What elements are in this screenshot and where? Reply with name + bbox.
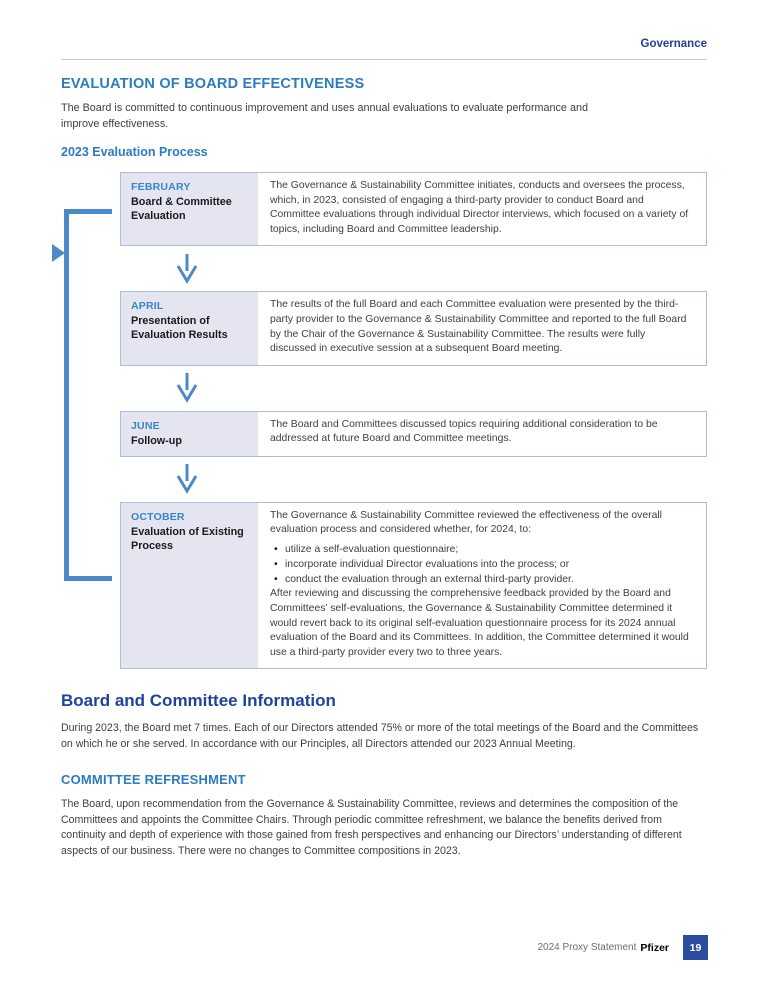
refreshment-paragraph: The Board, upon recommendation from the …: [61, 798, 682, 857]
step-month: JUNE: [131, 419, 160, 432]
loop-arrowhead-icon: [52, 244, 65, 262]
flow-arrow-row: [120, 246, 707, 291]
list-item: incorporate individual Director evaluati…: [274, 558, 694, 573]
step-june: JUNE Follow-up The Board and Committees …: [120, 410, 707, 457]
footer-doc-title: 2024 Proxy Statement: [537, 942, 637, 953]
header-divider: [61, 59, 707, 60]
step-paragraph: The Governance & Sustainability Committe…: [270, 180, 689, 235]
step-label: JUNE Follow-up: [121, 411, 258, 456]
intro-paragraph: The Board is committed to continuous imp…: [61, 102, 588, 130]
step-description: The Governance & Sustainability Committe…: [258, 173, 706, 245]
consideration-list: utilize a self-evaluation questionnaire;…: [274, 543, 694, 587]
list-item: utilize a self-evaluation questionnaire;: [274, 543, 694, 558]
step-title: Presentation of Evaluation Results: [131, 315, 228, 342]
process-subheading: 2023 Evaluation Process: [61, 145, 208, 159]
section-label: Governance: [640, 38, 707, 50]
down-arrow-icon: [176, 464, 198, 495]
step-paragraph: The Governance & Sustainability Committe…: [270, 509, 662, 536]
page-title: EVALUATION OF BOARD EFFECTIVENESS: [61, 76, 365, 92]
step-october: OCTOBER Evaluation of Existing Process T…: [120, 501, 707, 670]
step-description: The results of the full Board and each C…: [258, 292, 706, 364]
step-title: Board & Committee Evaluation: [131, 196, 232, 222]
board-info-paragraph: During 2023, the Board met 7 times. Each…: [61, 722, 699, 750]
down-arrow-icon: [176, 253, 198, 284]
feedback-loop-arrow: [52, 209, 112, 581]
step-paragraph: After reviewing and discussing the compr…: [270, 588, 689, 658]
page-footer: 2024 Proxy Statement Pfizer 19: [61, 935, 708, 960]
step-paragraph: The results of the full Board and each C…: [270, 299, 687, 355]
flow-arrow-row: [120, 457, 707, 502]
step-description: The Board and Committees discussed topic…: [258, 412, 706, 456]
step-label: APRIL Presentation of Evaluation Results: [121, 292, 258, 365]
subsection-heading-refreshment: COMMITTEE REFRESHMENT: [61, 772, 246, 788]
down-arrow-icon: [176, 373, 198, 404]
evaluation-process-diagram: FEBRUARY Board & Committee Evaluation Th…: [52, 172, 707, 670]
step-february: FEBRUARY Board & Committee Evaluation Th…: [120, 172, 707, 247]
step-month: OCTOBER: [131, 510, 185, 523]
flow-arrow-row: [120, 366, 707, 411]
step-april: APRIL Presentation of Evaluation Results…: [120, 291, 707, 366]
step-label: FEBRUARY Board & Committee Evaluation: [121, 173, 258, 246]
step-label: OCTOBER Evaluation of Existing Process: [121, 502, 258, 669]
step-description: The Governance & Sustainability Committe…: [258, 503, 706, 669]
list-item: conduct the evaluation through an extern…: [274, 573, 694, 588]
page-number-badge: 19: [683, 935, 708, 960]
footer-brand: Pfizer: [640, 941, 669, 954]
step-title: Evaluation of Existing Process: [131, 525, 244, 552]
section-heading-board-info: Board and Committee Information: [61, 691, 336, 711]
step-paragraph: The Board and Committees discussed topic…: [270, 418, 658, 445]
step-month: APRIL: [131, 300, 164, 313]
step-month: FEBRUARY: [131, 181, 191, 193]
step-title: Follow-up: [131, 434, 182, 447]
